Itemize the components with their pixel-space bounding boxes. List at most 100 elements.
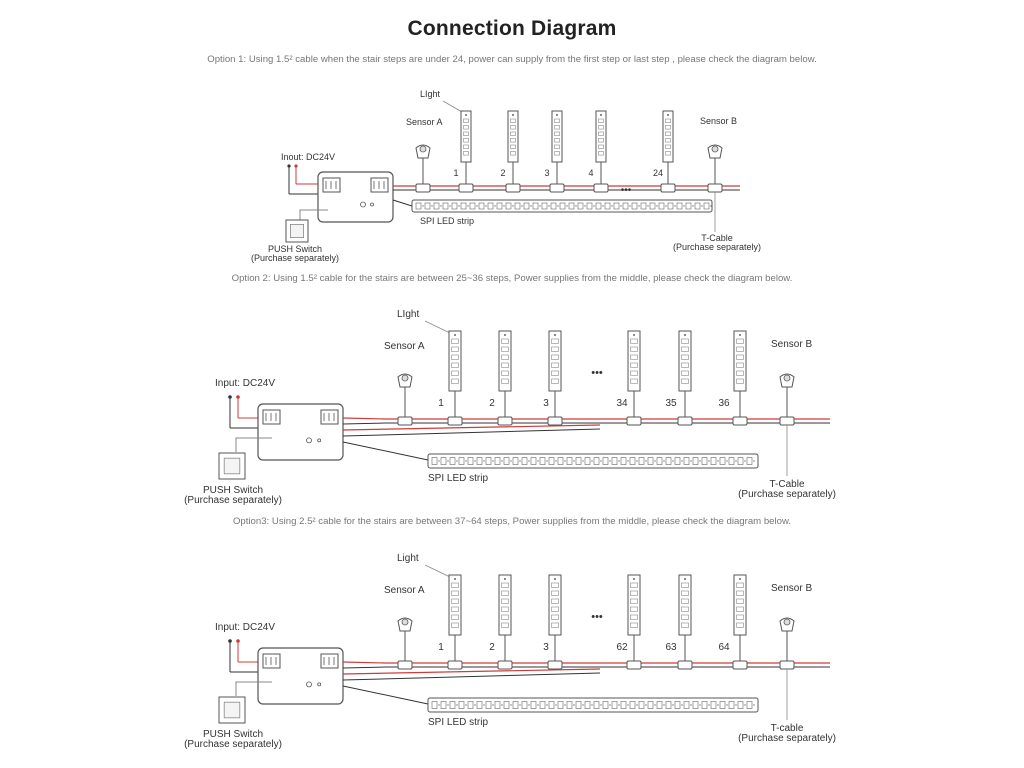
sensor-b-label: Sensor B: [771, 583, 812, 594]
light-bar: [498, 574, 512, 636]
t-connector: [677, 660, 693, 670]
t-connector: [547, 660, 563, 670]
option-3-caption: Option3: Using 2.5² cable for the stairs…: [232, 516, 792, 527]
tcable-label: T-Cable: [701, 233, 733, 243]
option-2-caption: Option 2: Using 1.5² cable for the stair…: [231, 273, 793, 284]
sensor-b-label: Sensor B: [771, 339, 812, 350]
t-connector: [397, 660, 413, 670]
strip-label: SPI LED strip: [428, 717, 488, 728]
light-bar: [548, 330, 562, 392]
light-bar: [548, 574, 562, 636]
light-label-leader: [424, 320, 451, 334]
push-switch-note: (Purchase separately): [251, 253, 339, 263]
feed-red-a: [342, 661, 386, 664]
ellipsis: •••: [591, 611, 603, 623]
light-bar: [448, 574, 462, 636]
sensor-a-label: Sensor A: [406, 117, 443, 127]
sensor: [779, 373, 795, 388]
switch-wire: [235, 437, 272, 452]
step-number: 1: [438, 642, 444, 653]
t-connector: [458, 183, 474, 193]
light-label: LIght: [420, 89, 441, 99]
controller-box: [317, 171, 394, 223]
strip-feed-wire: [342, 685, 429, 705]
t-connector: [626, 416, 642, 426]
ellipsis: •••: [621, 185, 632, 196]
tcable-label: T-Cable: [769, 479, 804, 490]
light-label-leader: [442, 100, 463, 113]
input-label: Input: DC24V: [215, 378, 275, 389]
strip-feed-wire: [392, 199, 413, 207]
t-connector: [593, 183, 609, 193]
input-terminal-black: [228, 395, 232, 399]
tcable-note: (Purchase separately): [673, 242, 761, 252]
strip-feed-wire: [342, 441, 429, 461]
sensor: [397, 617, 413, 632]
step-number: 34: [616, 398, 628, 409]
input-label: Input: DC24V: [215, 622, 275, 633]
controller-box: [257, 647, 344, 705]
light-bar: [733, 330, 747, 392]
push-switch-label: PUSH Switch: [203, 485, 263, 496]
t-connector: [549, 183, 565, 193]
tcable-note: (Purchase separately): [738, 733, 836, 744]
push-switch-button: [223, 701, 241, 719]
switch-wire: [299, 209, 328, 220]
feed-red-mid: [342, 424, 601, 431]
t-connector: [447, 660, 463, 670]
feed-red-mid: [342, 668, 601, 675]
led-strip: [411, 199, 713, 213]
step-number: 4: [588, 168, 593, 178]
push-switch-label: PUSH Switch: [203, 729, 263, 740]
sensor-b-label: Sensor B: [700, 116, 737, 126]
step-number: 2: [489, 398, 495, 409]
t-connector: [497, 660, 513, 670]
light-bar: [678, 574, 692, 636]
t-connector: [505, 183, 521, 193]
t-connector: [779, 660, 795, 670]
controller-box: [257, 403, 344, 461]
light-bar: [448, 330, 462, 392]
input-terminal-red: [294, 164, 298, 168]
step-number: 3: [544, 168, 549, 178]
light-label: LIght: [397, 309, 419, 320]
option-1-caption: Option 1: Using 1.5² cable when the stai…: [207, 54, 817, 65]
t-connector: [415, 183, 431, 193]
feed-black-mid: [342, 428, 601, 437]
tcable-note: (Purchase separately): [738, 489, 836, 500]
t-connector: [660, 183, 676, 193]
sensor: [415, 144, 431, 159]
led-strip: [427, 697, 759, 713]
page-title: Connection Diagram: [407, 17, 617, 40]
feed-black-a: [342, 666, 386, 669]
step-number: 63: [665, 642, 677, 653]
sensor: [707, 144, 723, 159]
feed-red-a: [342, 417, 386, 420]
push-switch-note: (Purchase separately): [184, 739, 282, 750]
step-number: 2: [500, 168, 505, 178]
light-bar: [733, 574, 747, 636]
step-number: 64: [718, 642, 730, 653]
light-label: Light: [397, 553, 419, 564]
t-connector: [397, 416, 413, 426]
t-connector: [626, 660, 642, 670]
step-number: 36: [718, 398, 730, 409]
step-number: 1: [453, 168, 458, 178]
led-strip: [427, 453, 759, 469]
feed-black-a: [342, 422, 386, 425]
light-label-leader: [424, 564, 451, 578]
t-connector: [732, 416, 748, 426]
input-label: Inout: DC24V: [281, 152, 335, 162]
t-connector: [732, 660, 748, 670]
push-switch-button: [223, 457, 241, 475]
sensor-a-label: Sensor A: [384, 585, 425, 596]
t-connector: [447, 416, 463, 426]
sensor: [397, 373, 413, 388]
input-terminal-red: [236, 395, 240, 399]
light-bar: [498, 330, 512, 392]
step-number: 2: [489, 642, 495, 653]
ellipsis: •••: [591, 367, 603, 379]
